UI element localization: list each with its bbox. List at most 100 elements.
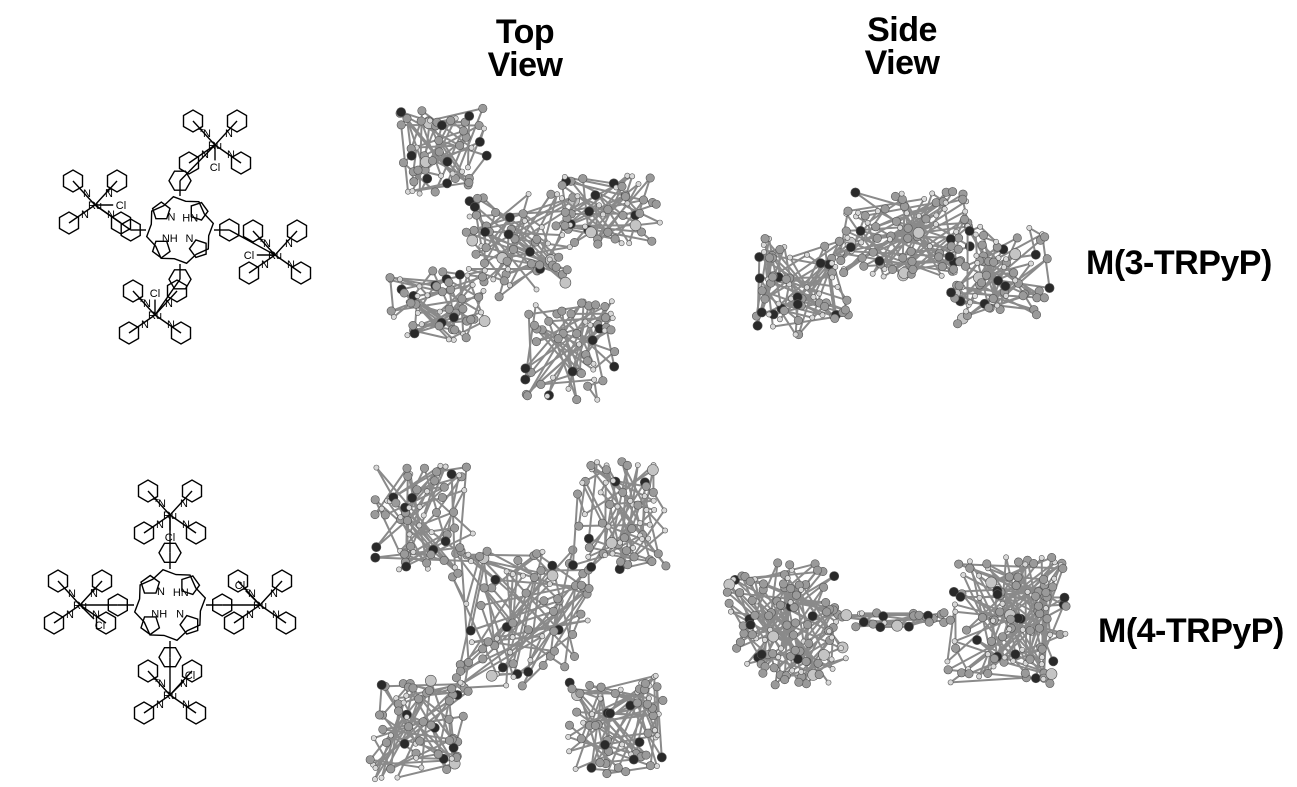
hydrogen-atom (1001, 654, 1008, 661)
carbon-atom (444, 696, 454, 706)
carbon-atom (1035, 609, 1045, 619)
ru-n-bond (132, 290, 156, 316)
carbon-atom (396, 120, 406, 130)
hydrogen-atom (597, 695, 604, 702)
carbon-atom (576, 580, 586, 590)
carbon-atom (414, 694, 424, 704)
hydrogen-atom (897, 224, 903, 231)
hydrogen-atom (654, 763, 660, 769)
model-bond (475, 199, 575, 256)
hydrogen-atom (963, 308, 969, 315)
pyridine-ring (271, 569, 293, 593)
hydrogen-atom (554, 191, 560, 198)
model-bond (608, 525, 643, 540)
chlorine-atom (546, 569, 559, 582)
carbon-atom (471, 210, 481, 220)
hydrogen-atom (789, 667, 796, 674)
carbon-atom (603, 227, 613, 237)
hydrogen-atom (394, 774, 401, 781)
pyridine-ring (43, 611, 65, 635)
carbon-atom (924, 617, 934, 627)
atom-label-cl: Cl (95, 620, 105, 632)
hydrogen-atom (1047, 631, 1053, 638)
hydrogen-atom (1040, 676, 1047, 682)
nitrogen-atom (586, 562, 597, 572)
carbon-atom (502, 256, 512, 266)
carbon-atom (1025, 626, 1035, 636)
carbon-atom (551, 262, 561, 272)
hydrogen-atom (416, 283, 423, 290)
atom-label-n: N (107, 209, 115, 221)
pyrrole-ring (188, 239, 207, 259)
atom-label-n: N (68, 588, 76, 600)
model-bond (588, 537, 651, 561)
side-view-model-m4-trpyp (722, 540, 1072, 700)
meso-pyridyl-ring (107, 593, 129, 617)
carbon-atom (995, 607, 1005, 617)
model-bond (468, 267, 505, 282)
carbon-atom (794, 677, 804, 687)
carbon-atom (839, 268, 849, 278)
carbon-atom (482, 546, 492, 556)
carbon-atom (445, 735, 455, 745)
model-bond (974, 239, 1042, 297)
nitrogen-atom (399, 738, 410, 749)
hydrogen-atom (775, 300, 782, 307)
top-view-model-m4-trpyp-drawing (365, 457, 671, 783)
carbon-atom (365, 755, 375, 765)
model-bond (458, 467, 468, 548)
carbon-atom (567, 684, 577, 694)
ru-cl-bond (169, 680, 185, 696)
model-bond (626, 183, 640, 204)
carbon-atom (836, 256, 846, 266)
hydrogen-atom (809, 314, 816, 321)
carbon-atom (574, 521, 584, 531)
carbon-atom (554, 252, 564, 262)
carbon-atom (572, 395, 582, 405)
pyridine-ring (137, 659, 159, 683)
carbon-atom (819, 582, 829, 592)
carbon-atom (872, 233, 882, 243)
nitrogen-atom (497, 662, 508, 673)
carbon-atom (464, 178, 474, 188)
carbon-atom (635, 208, 645, 218)
nitrogen-atom (371, 542, 382, 552)
ru-n-bond (143, 514, 171, 534)
top-view-header-line2: View (487, 46, 563, 84)
carbon-atom (760, 294, 770, 304)
hydrogen-atom (589, 711, 595, 717)
atom-label-ru: Ru (268, 250, 282, 262)
model-bond (605, 327, 616, 367)
hydrogen-atom (825, 679, 832, 686)
carbon-atom (413, 165, 423, 175)
carbon-atom (442, 764, 452, 774)
hydrogen-atom (424, 292, 431, 299)
pyridyl-ru-bond (179, 144, 216, 182)
side-view-header-line1: Side (867, 11, 937, 49)
hydrogen-atom (816, 290, 823, 297)
carbon-atom (977, 240, 987, 250)
carbon-atom (647, 236, 657, 246)
hydrogen-atom (594, 459, 600, 465)
hydrogen-atom (953, 228, 960, 235)
hydrogen-atom (469, 281, 476, 288)
pyridine-ring (275, 611, 297, 635)
carbon-atom (513, 556, 523, 566)
chlorine-atom (818, 649, 830, 661)
carbon-atom (576, 734, 586, 744)
atom-label-nh: NH (162, 233, 178, 245)
hydrogen-atom (617, 539, 623, 546)
pyridine-ring (133, 521, 155, 545)
carbon-atom (430, 187, 440, 197)
carbon-atom (402, 463, 412, 473)
nitrogen-atom (503, 229, 514, 240)
carbon-atom (898, 253, 908, 263)
atom-label-n: N (201, 149, 209, 161)
carbon-atom (572, 707, 582, 717)
carbon-atom (575, 689, 585, 699)
hydrogen-atom (525, 191, 532, 197)
nitrogen-atom (504, 212, 515, 223)
model-bond (573, 185, 623, 244)
hydrogen-atom (651, 507, 658, 513)
carbon-atom (1037, 644, 1047, 654)
